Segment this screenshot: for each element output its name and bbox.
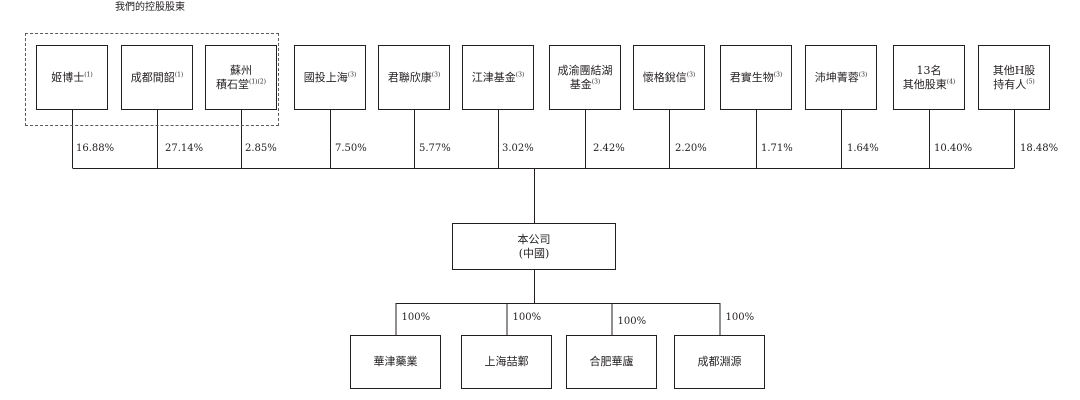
subsidiary-name: 上海喆鄴 — [484, 355, 529, 369]
footnote-marker: (1) — [174, 70, 184, 78]
shareholder-box: 成渝團結湖基金(3) — [549, 45, 621, 110]
shareholder-name-line: 13名 — [917, 64, 942, 78]
controlling-shareholders-group — [25, 33, 279, 126]
footnote-marker: (4) — [946, 77, 956, 85]
shareholder-name-text: 持有人 — [993, 77, 1027, 91]
shareholding-percent: 18.48% — [1020, 143, 1059, 154]
shareholder-name-text: 基金 — [569, 77, 592, 91]
shareholding-percent: 16.88% — [76, 143, 115, 154]
shareholder-name-line: 君實生物(3) — [730, 71, 783, 85]
shareholder-name-line: 持有人(5) — [993, 78, 1035, 92]
controlling-shareholders-label: 我們的控股股東 — [115, 2, 185, 13]
shareholder-box: 姬博士(1) — [36, 45, 108, 110]
shareholding-percent: 10.40% — [934, 143, 973, 154]
shareholder-name-line: 江津基金(3) — [472, 71, 525, 85]
shareholding-percent: 3.02% — [502, 143, 534, 154]
footnote-marker: (3) — [515, 70, 525, 78]
shareholder-name-line: 其他H股 — [993, 64, 1036, 78]
shareholder-box: 國投上海(3) — [294, 45, 366, 110]
shareholder-name-text: 13名 — [916, 63, 942, 77]
shareholder-box: 懷格銳信(3) — [633, 45, 705, 110]
subsidiary-box: 合肥華廬 — [566, 335, 657, 389]
shareholder-box: 江津基金(3) — [462, 45, 534, 110]
shareholder-name-text: 其他H股 — [992, 63, 1036, 77]
footnote-marker: (1)(2) — [249, 77, 266, 85]
footnote-marker: (3) — [431, 70, 441, 78]
subsidiary-percent: 100% — [401, 312, 431, 323]
shareholder-box: 沛坤菁蓉(3) — [805, 45, 877, 110]
shareholder-name-line: 沛坤菁蓉(3) — [815, 71, 868, 85]
shareholder-name-line: 基金(3) — [570, 78, 601, 92]
shareholder-name-line: 蘇州 — [230, 64, 252, 78]
subsidiary-box: 華津藥業 — [350, 335, 441, 389]
shareholder-name-text: 成都間韶 — [130, 70, 175, 84]
subsidiary-box: 成都淵源 — [674, 335, 765, 389]
shareholding-percent: 7.50% — [335, 143, 367, 154]
shareholder-name-text: 其他股東 — [902, 77, 947, 91]
shareholding-percent: 2.85% — [245, 143, 277, 154]
company-name: 本公司 — [517, 232, 551, 246]
shareholder-name-text: 江津基金 — [471, 70, 516, 84]
shareholding-percent: 1.64% — [847, 143, 879, 154]
footnote-marker: (3) — [858, 70, 868, 78]
footnote-marker: (3) — [347, 70, 357, 78]
shareholder-name-text: 懷格銳信 — [642, 70, 687, 84]
shareholder-name-line: 國投上海(3) — [304, 71, 357, 85]
shareholder-box: 其他H股持有人(5) — [978, 45, 1050, 110]
shareholder-box: 君聯欣康(3) — [378, 45, 450, 110]
shareholder-name-text: 積石堂 — [216, 77, 249, 91]
shareholder-name-text: 國投上海 — [303, 70, 348, 84]
shareholding-percent: 1.71% — [761, 143, 793, 154]
footnote-marker: (5) — [1026, 77, 1035, 85]
subsidiary-name: 合肥華廬 — [589, 355, 634, 369]
shareholder-name-text: 成渝團結湖 — [557, 63, 613, 77]
shareholding-percent: 27.14% — [165, 143, 204, 154]
shareholding-percent: 2.20% — [675, 143, 707, 154]
shareholder-name-text: 沛坤菁蓉 — [814, 70, 859, 84]
shareholder-box: 蘇州積石堂(1)(2) — [205, 45, 277, 110]
shareholder-name-line: 姬博士(1) — [51, 71, 93, 85]
shareholder-box: 成都間韶(1) — [121, 45, 193, 110]
shareholder-name-line: 積石堂(1)(2) — [216, 78, 266, 92]
subsidiary-name: 成都淵源 — [697, 355, 742, 369]
shareholder-name-text: 君實生物 — [729, 70, 774, 84]
shareholder-name-text: 蘇州 — [230, 63, 252, 77]
shareholder-box: 13名其他股東(4) — [893, 45, 965, 110]
shareholder-box: 君實生物(3) — [720, 45, 792, 110]
shareholder-name-line: 君聯欣康(3) — [388, 71, 441, 85]
subsidiary-name: 華津藥業 — [373, 355, 418, 369]
company-jurisdiction: (中國) — [518, 246, 550, 260]
footnote-marker: (1) — [84, 70, 93, 78]
shareholder-name-line: 懷格銳信(3) — [643, 71, 696, 85]
subsidiary-percent: 100% — [512, 312, 542, 323]
footnote-marker: (3) — [686, 70, 696, 78]
shareholding-percent: 2.42% — [593, 143, 625, 154]
subsidiary-box: 上海喆鄴 — [461, 335, 552, 389]
subsidiary-percent: 100% — [725, 312, 755, 323]
shareholder-name-line: 其他股東(4) — [903, 78, 956, 92]
shareholder-name-text: 姬博士 — [51, 70, 85, 84]
shareholder-name-line: 成都間韶(1) — [131, 71, 184, 85]
company-box: 本公司 (中國) — [452, 223, 616, 270]
shareholding-percent: 5.77% — [419, 143, 451, 154]
shareholder-name-text: 君聯欣康 — [387, 70, 432, 84]
shareholder-name-line: 成渝團結湖 — [558, 64, 613, 78]
footnote-marker: (3) — [591, 77, 601, 85]
footnote-marker: (3) — [773, 70, 783, 78]
subsidiary-percent: 100% — [617, 316, 647, 327]
